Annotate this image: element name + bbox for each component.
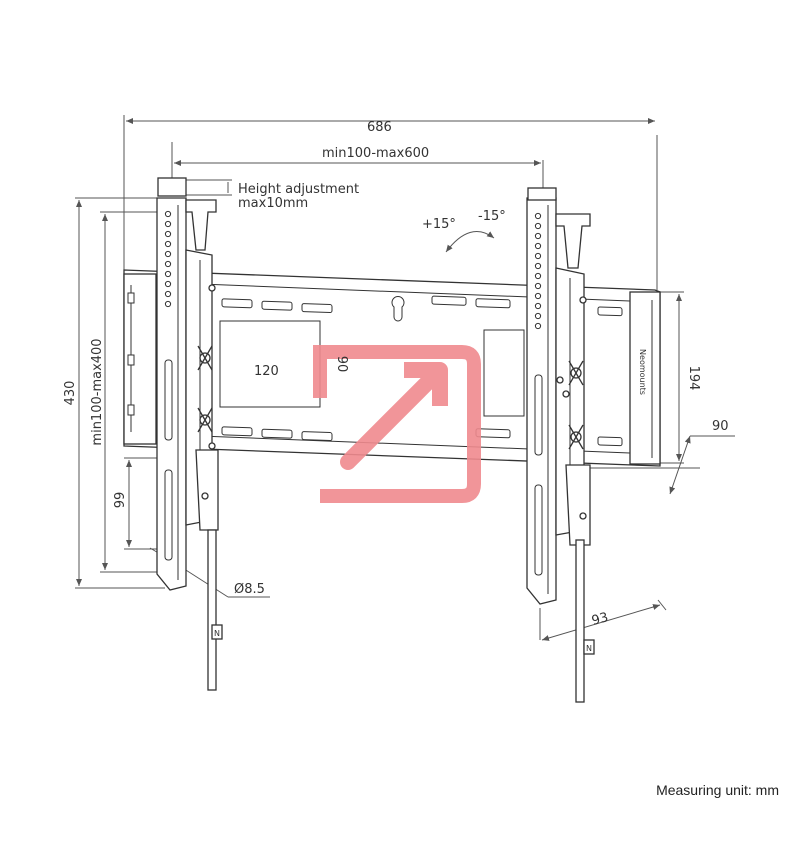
mounting-hole — [534, 272, 542, 280]
label-tilt-down: -15° — [478, 209, 506, 224]
label-plate-height: 194 — [686, 366, 701, 391]
label-wall-depth: 90 — [712, 419, 729, 434]
mounting-hole — [164, 250, 172, 258]
label-hole-spacing-width: min100-max600 — [322, 146, 429, 161]
mounting-hole — [164, 230, 172, 238]
measuring-unit-note: Measuring unit: mm — [656, 782, 779, 798]
watermark-logo-icon — [313, 345, 481, 503]
mounting-hole — [164, 300, 172, 308]
mounting-hole — [164, 220, 172, 228]
mounting-hole — [534, 222, 542, 230]
right-mounting-arm: N — [526, 187, 595, 703]
mounting-hole — [164, 240, 172, 248]
mounting-hole — [164, 210, 172, 218]
label-height-adjustment: Height adjustment — [238, 182, 359, 197]
mounting-hole — [534, 282, 542, 290]
label-overall-width: 686 — [367, 120, 392, 135]
mounting-hole — [534, 302, 542, 310]
cord-logo-left: N — [214, 629, 220, 638]
tilt-arrow — [445, 231, 495, 253]
label-tilt-up: +15° — [422, 217, 456, 232]
mounting-hole — [164, 270, 172, 278]
mounting-hole — [164, 290, 172, 298]
brand-plate-label: Neomounts — [638, 349, 647, 395]
mounting-hole — [164, 280, 172, 288]
label-hole-spacing-height: min100-max400 — [90, 338, 105, 445]
label-hole-diameter: Ø8.5 — [234, 582, 265, 597]
mounting-hole — [534, 262, 542, 270]
dimension-labels: 686 min100-max600 Height adjustment max1… — [63, 120, 729, 629]
mounting-hole — [534, 232, 542, 240]
label-height-adjustment-max: max10mm — [238, 196, 308, 211]
label-cutout-width: 120 — [254, 364, 279, 379]
label-arm-depth: 93 — [590, 610, 610, 629]
label-overall-height: 430 — [63, 381, 78, 406]
mounting-hole — [534, 212, 542, 220]
mounting-hole — [164, 260, 172, 268]
mounting-hole — [534, 322, 542, 330]
left-mounting-arm: N — [156, 177, 223, 691]
mounting-hole — [534, 242, 542, 250]
mounting-hole — [534, 252, 542, 260]
mounting-hole — [534, 292, 542, 300]
label-lower-spacing: 99 — [113, 492, 128, 509]
mounting-hole — [534, 312, 542, 320]
label-cutout-height: 90 — [334, 356, 349, 373]
cord-logo-right: N — [586, 644, 592, 653]
